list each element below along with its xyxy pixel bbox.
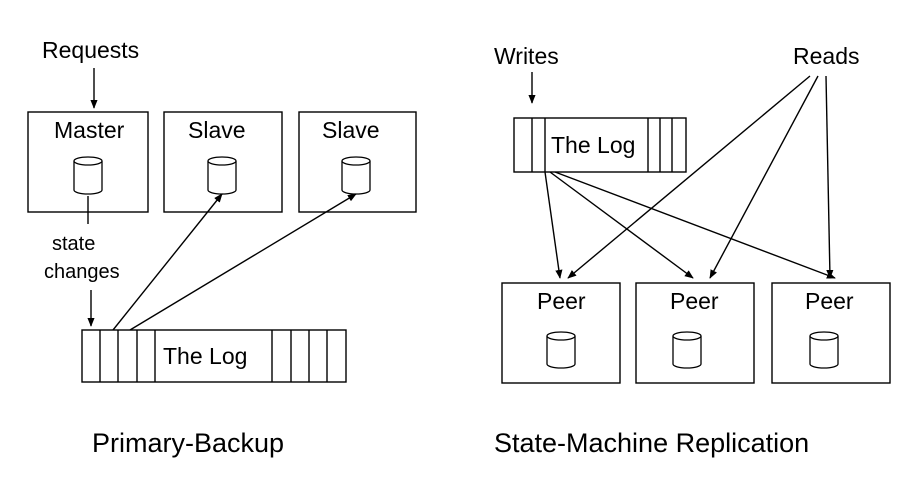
peer-label-3: Peer (805, 288, 854, 314)
replication-log: The Log (513, 117, 687, 173)
primary-log: The Log (81, 329, 347, 383)
reads-label: Reads (793, 43, 859, 69)
peer-label-1: Peer (537, 288, 586, 314)
log-to-peer-3-arrow (554, 171, 836, 279)
slave-label-2: Slave (322, 117, 380, 143)
database-cylinder-icon (672, 331, 702, 369)
primary-backup-diagram: Requests Master Slave Slave state change… (27, 37, 417, 458)
primary-log-box (81, 329, 347, 383)
requests-label: Requests (42, 37, 139, 63)
state-changes-label-line1: state (52, 233, 95, 255)
database-cylinder-icon (207, 156, 237, 195)
reads-to-peer-2-arrow (709, 75, 819, 279)
state-machine-caption: State-Machine Replication (494, 428, 809, 458)
log-to-peer-1-arrow (544, 171, 563, 279)
database-cylinder-icon (809, 331, 839, 369)
log-to-slave-1-arrow (112, 193, 223, 331)
database-cylinder-icon (546, 331, 576, 369)
reads-to-peer-3-arrow (825, 75, 834, 279)
slave-label-1: Slave (188, 117, 246, 143)
primary-log-label: The Log (163, 343, 247, 369)
database-cylinder-icon (73, 156, 103, 195)
writes-label: Writes (494, 43, 559, 69)
log-to-peer-2-arrow (549, 171, 694, 279)
database-cylinder-icon (341, 156, 371, 195)
peer-label-2: Peer (670, 288, 719, 314)
primary-backup-caption: Primary-Backup (92, 428, 284, 458)
replication-log-box (513, 117, 687, 173)
reads-to-peer-1-arrow (567, 75, 811, 279)
replication-log-label: The Log (551, 132, 635, 158)
master-label: Master (54, 117, 125, 143)
state-changes-label-line2: changes (44, 261, 120, 283)
log-to-slave-2-arrow (129, 193, 357, 331)
state-machine-diagram: Writes Reads The Log Peer Peer Peer (494, 43, 891, 458)
